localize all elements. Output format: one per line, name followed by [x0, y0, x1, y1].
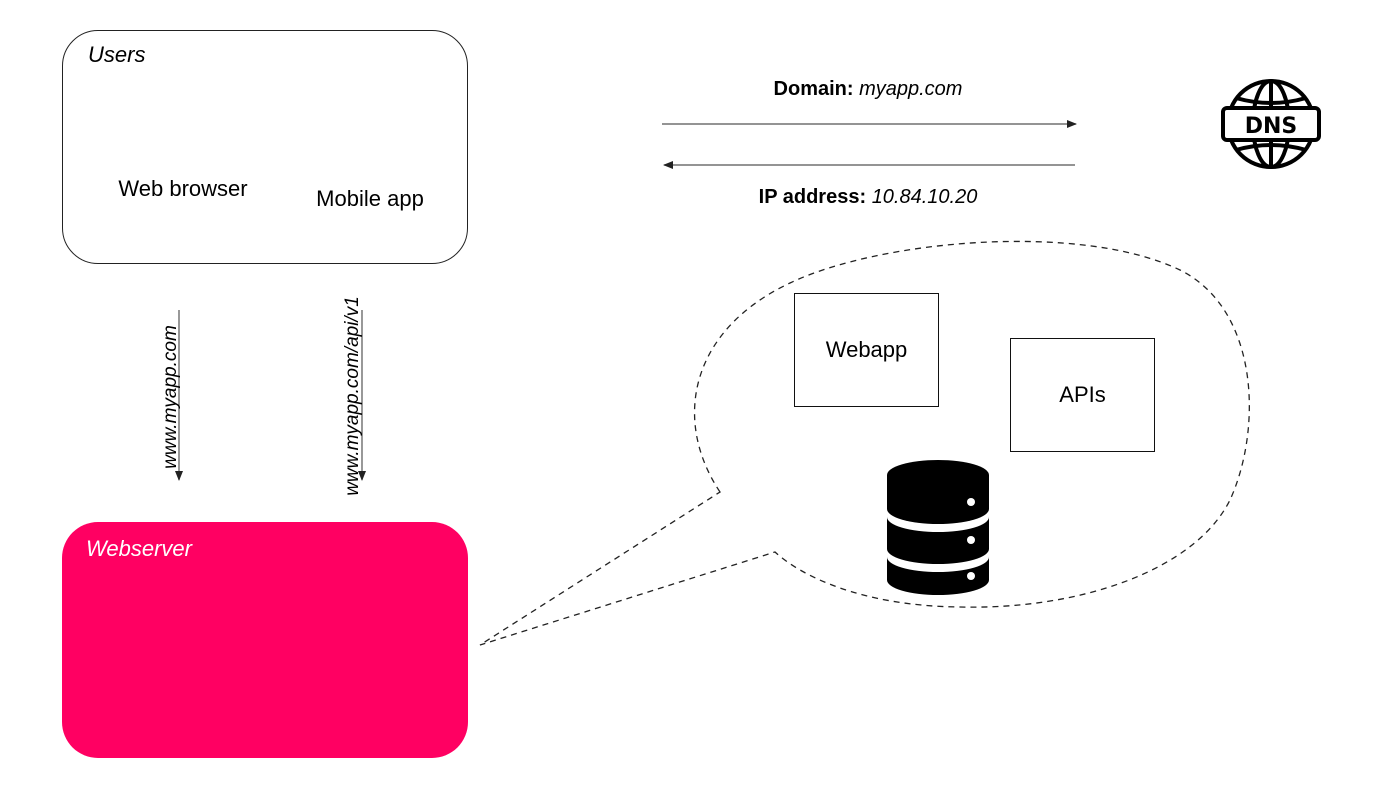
- webapp-label: Webapp: [825, 337, 908, 362]
- webserver-box: [62, 522, 468, 758]
- apis-box: APIs: [1010, 338, 1155, 452]
- database-icon: [887, 460, 989, 595]
- ip-key: IP address:: [758, 186, 867, 208]
- users-title: Users: [88, 42, 146, 67]
- mobile-app-label: Mobile app: [316, 186, 424, 211]
- domain-value: myapp.com: [859, 78, 963, 100]
- users-box: [62, 30, 468, 264]
- ip-value: 10.84.10.20: [871, 186, 978, 208]
- web-browser-label: Web browser: [118, 176, 248, 201]
- apis-label: APIs: [1059, 382, 1106, 407]
- dns-icon-text: DNS: [1245, 114, 1298, 139]
- api-url-label: www.myapp.com/api/v1: [342, 296, 363, 496]
- server-contents-bubble: [479, 240, 1250, 646]
- dns-globe-icon: DNS: [1221, 79, 1321, 169]
- webapp-box: Webapp: [794, 293, 939, 407]
- domain-key: Domain:: [773, 78, 854, 100]
- domain-label: Domain: myapp.com: [662, 78, 1074, 101]
- web-url-label: www.myapp.com: [160, 325, 181, 469]
- ip-address-label: IP address: 10.84.10.20: [662, 186, 1074, 209]
- webserver-title: Webserver: [86, 536, 192, 561]
